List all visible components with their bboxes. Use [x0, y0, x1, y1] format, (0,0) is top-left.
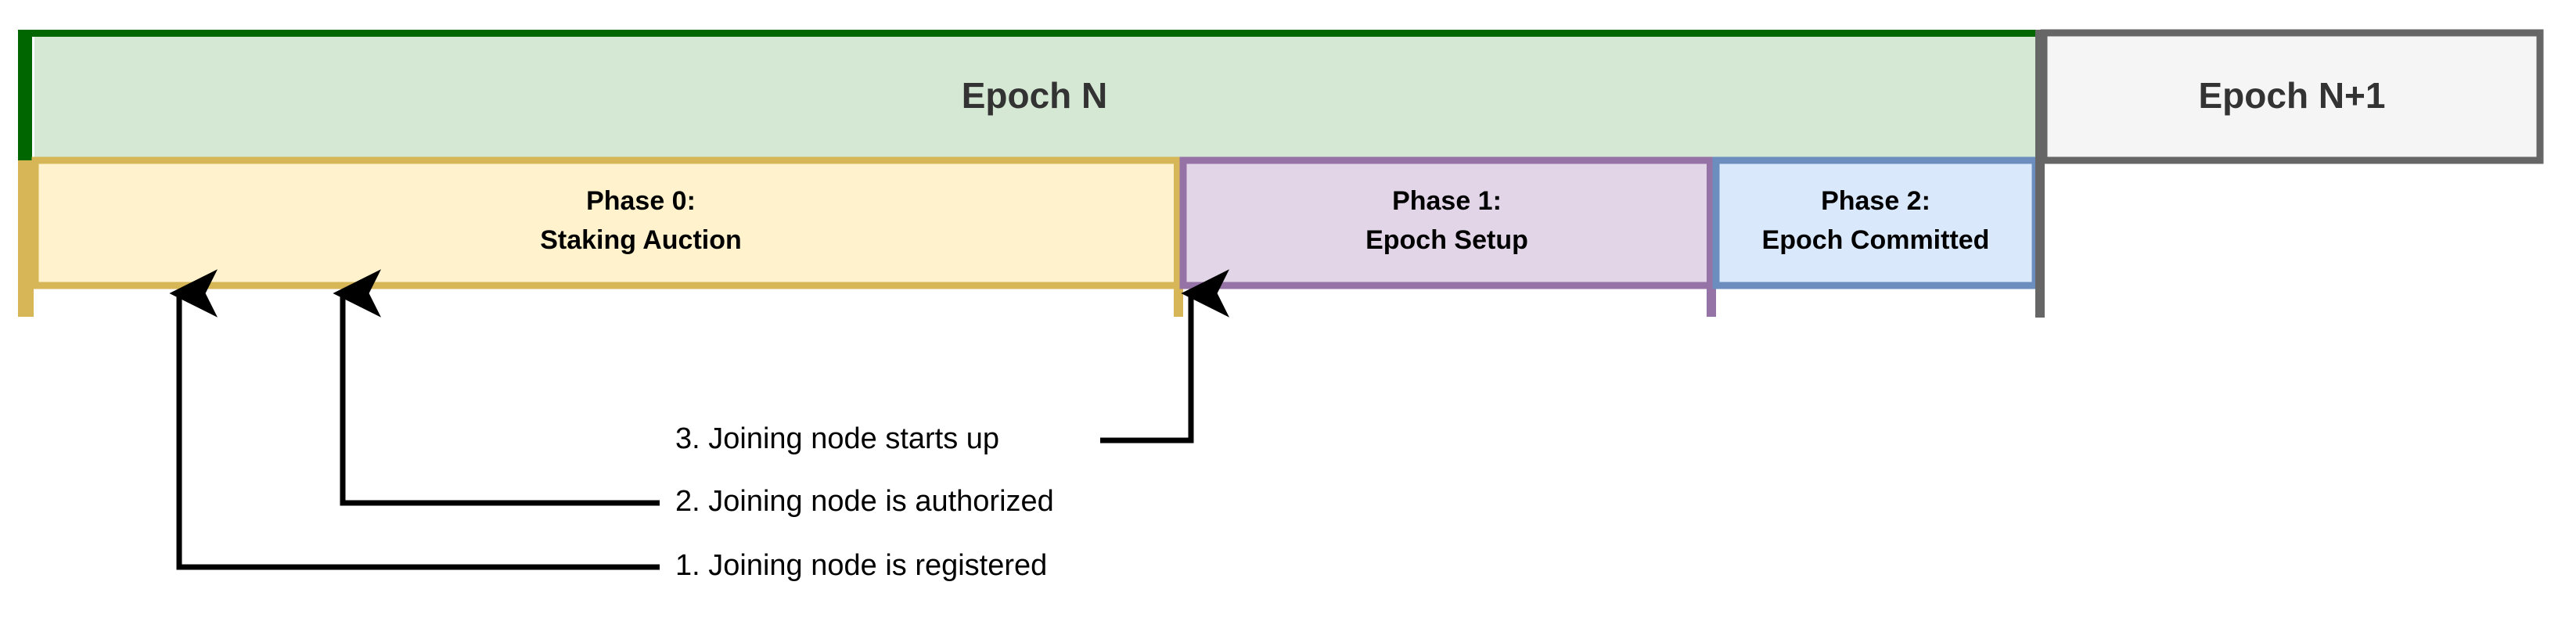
phase-0-left-rail — [18, 160, 34, 317]
epoch-n-left-border — [18, 30, 32, 161]
step-2-label: 2. Joining node is authorized — [675, 485, 1054, 518]
epoch-divider — [2035, 30, 2045, 318]
step-1-label: 1. Joining node is registered — [675, 549, 1047, 582]
phase-2-box[interactable] — [1712, 156, 2039, 289]
phase-1-line-1: Phase 1: — [1392, 186, 1502, 216]
phase-1-line-2: Epoch Setup — [1365, 225, 1528, 255]
connector-step-1 — [169, 269, 660, 570]
step-3-label: 3. Joining node starts up — [675, 422, 999, 455]
phase-0-box[interactable] — [31, 156, 1183, 289]
epoch-n-box[interactable] — [34, 35, 2035, 160]
phase-1-box[interactable] — [1179, 156, 1714, 289]
epoch-n-label: Epoch N — [962, 75, 1108, 116]
epoch-n-top-border — [32, 30, 2038, 37]
phase-0-line-1: Phase 0: — [586, 186, 696, 216]
phase-2-line-1: Phase 2: — [1821, 186, 1930, 216]
connector-step-2 — [333, 269, 660, 506]
epoch-n-plus-1-label: Epoch N+1 — [2198, 75, 2385, 116]
phase-0-line-2: Staking Auction — [540, 225, 742, 255]
phase-2-line-2: Epoch Committed — [1762, 225, 1990, 255]
connector-step-3 — [1100, 269, 1229, 443]
